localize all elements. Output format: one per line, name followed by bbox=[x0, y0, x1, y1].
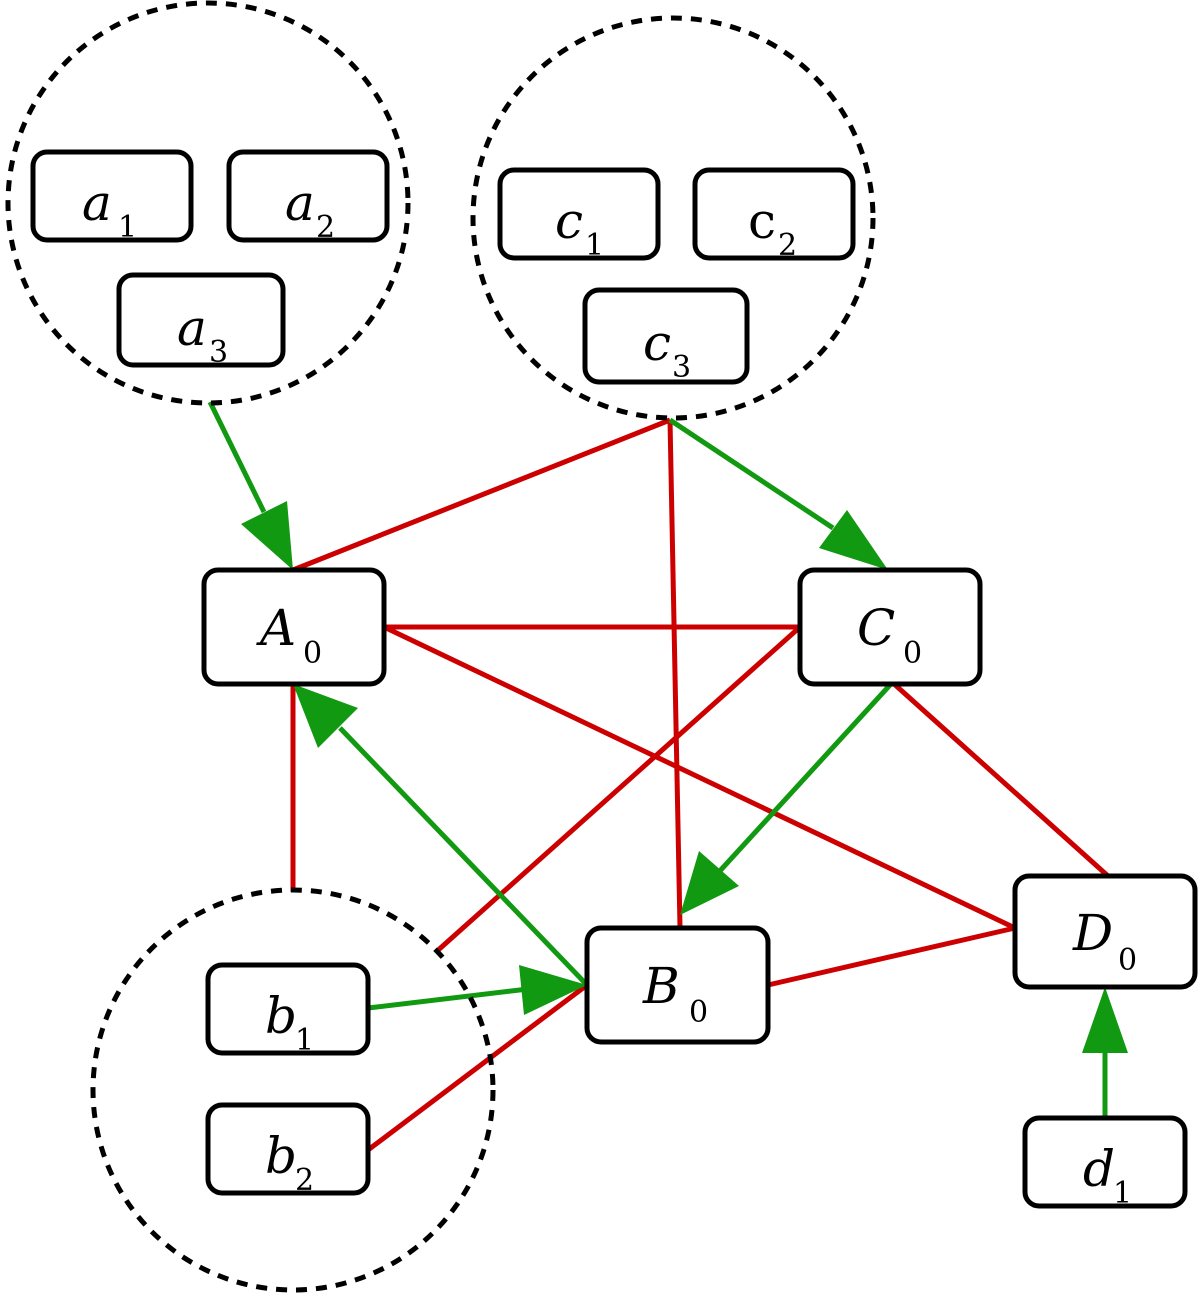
arrowhead-D0 bbox=[1082, 987, 1128, 1053]
edge-groupc-B0 bbox=[667, 419, 683, 929]
group-b bbox=[90, 887, 496, 1293]
node-c2-subscript: 2 bbox=[778, 228, 797, 263]
node-b2-subscript: 2 bbox=[295, 1163, 314, 1198]
arrowhead-A0-bottom bbox=[293, 684, 358, 748]
node-d1-label: d bbox=[1083, 1140, 1115, 1198]
arrowhead-A0-top bbox=[241, 501, 293, 570]
node-b2-label: b bbox=[265, 1127, 297, 1185]
edge-A0-D0 bbox=[382, 624, 1017, 931]
edge-b1-B0 bbox=[367, 986, 529, 1011]
edge-groupc-C0 bbox=[668, 417, 835, 531]
node-a3: a 3 bbox=[116, 272, 286, 370]
arrowhead-B0-top bbox=[680, 851, 739, 915]
node-b2: b 2 bbox=[205, 1102, 371, 1198]
node-C0-label: C bbox=[857, 599, 895, 657]
node-c1: c 1 bbox=[497, 167, 661, 263]
edge-groupc-A0 bbox=[292, 417, 671, 573]
group-a bbox=[5, 0, 411, 406]
node-A0-subscript: 0 bbox=[303, 636, 322, 671]
node-a3-subscript: 3 bbox=[209, 335, 228, 370]
node-b1: b 1 bbox=[205, 962, 371, 1058]
edge-B0-D0 bbox=[767, 925, 1016, 988]
node-c3-label: c bbox=[643, 314, 671, 372]
node-a2-label: a bbox=[285, 174, 315, 232]
node-B0-subscript: 0 bbox=[689, 995, 708, 1030]
red-edges bbox=[290, 417, 1110, 1152]
node-B0: B 0 bbox=[584, 925, 771, 1045]
node-D0-label: D bbox=[1072, 904, 1113, 962]
node-D0: D 0 bbox=[1012, 873, 1198, 990]
green-edges bbox=[207, 400, 1128, 1118]
node-c3: c 3 bbox=[582, 287, 750, 385]
nodes: a 1 a 2 a 3 c 1 c 2 c 3 bbox=[30, 149, 1198, 1211]
node-C0: C 0 bbox=[797, 567, 983, 687]
node-A0: A 0 bbox=[201, 567, 387, 687]
edge-C0-B0 bbox=[716, 683, 892, 875]
node-c3-subscript: 3 bbox=[672, 350, 691, 385]
edge-B0-A0 bbox=[338, 726, 589, 987]
node-a2-subscript: 2 bbox=[316, 210, 335, 245]
arrowhead-C0 bbox=[819, 510, 888, 570]
node-d1: d 1 bbox=[1022, 1115, 1188, 1211]
node-b1-label: b bbox=[265, 987, 297, 1045]
node-a3-label: a bbox=[177, 299, 207, 357]
node-A0-label: A bbox=[256, 599, 296, 657]
group-c bbox=[470, 15, 876, 421]
edge-C0-D0 bbox=[891, 681, 1110, 878]
node-D0-subscript: 0 bbox=[1118, 943, 1137, 978]
groups bbox=[5, 0, 876, 1293]
node-a1-label: a bbox=[82, 174, 112, 232]
node-d1-subscript: 1 bbox=[1113, 1176, 1132, 1211]
node-C0-subscript: 0 bbox=[903, 636, 922, 671]
node-c1-label: c bbox=[555, 192, 583, 250]
node-a2: a 2 bbox=[226, 149, 390, 245]
edge-b2-B0 bbox=[366, 983, 589, 1152]
edge-groupa-A0 bbox=[207, 400, 267, 514]
edge-C0-groupb bbox=[434, 625, 802, 954]
arrowhead-B0-left bbox=[519, 965, 587, 1015]
node-a1-subscript: 1 bbox=[118, 210, 137, 245]
node-c1-subscript: 1 bbox=[585, 228, 604, 263]
node-c2: c 2 bbox=[692, 167, 856, 263]
node-b1-subscript: 1 bbox=[295, 1023, 314, 1058]
node-c2-label: c bbox=[748, 192, 776, 250]
node-B0-label: B bbox=[642, 957, 680, 1015]
node-a1: a 1 bbox=[30, 149, 194, 245]
